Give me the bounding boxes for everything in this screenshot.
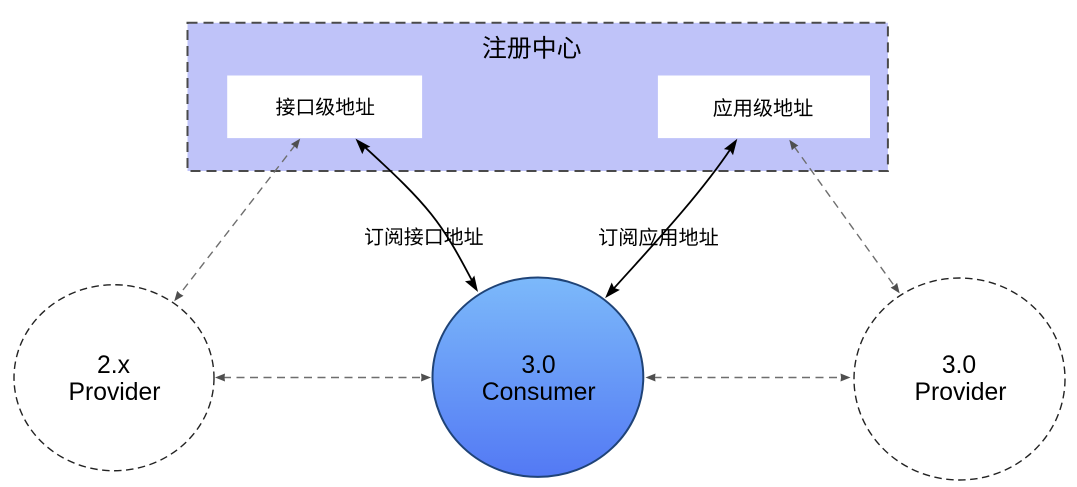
svg-text:Provider: Provider <box>915 379 1007 406</box>
svg-text:Consumer: Consumer <box>482 379 596 406</box>
svg-text:3.0: 3.0 <box>521 352 555 379</box>
svg-text:2.x: 2.x <box>97 352 131 379</box>
svg-text:3.0: 3.0 <box>942 352 976 379</box>
svg-text:Provider: Provider <box>69 379 161 406</box>
